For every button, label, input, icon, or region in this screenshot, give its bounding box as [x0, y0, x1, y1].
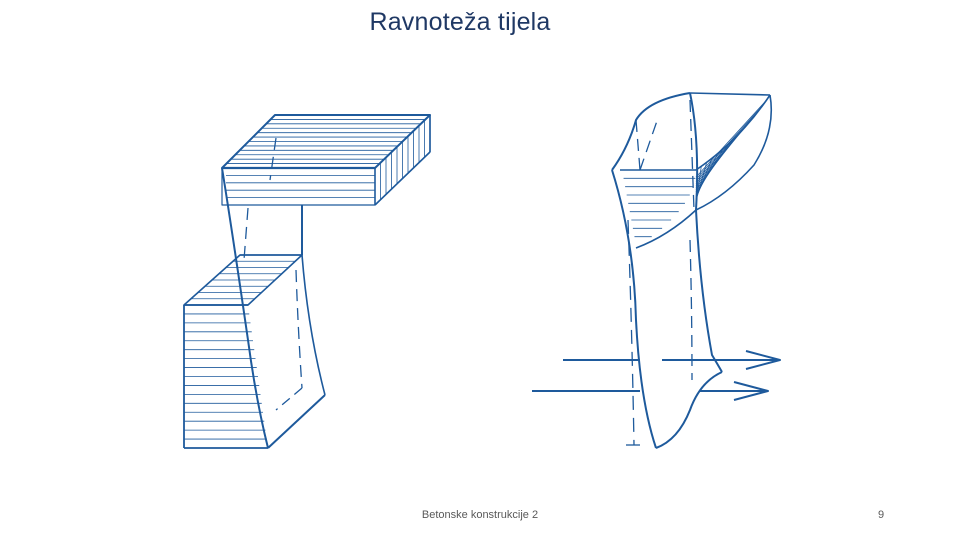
footer-course-name: Betonske konstrukcije 2: [421, 509, 539, 521]
hatch-line: [695, 101, 766, 178]
force-arrows: [532, 350, 781, 401]
force-arrow-upper: [563, 350, 781, 370]
left-body: [183, 114, 431, 449]
right-body-outline: [611, 92, 771, 449]
slide-title: Ravnoteža tijela: [369, 8, 551, 36]
hatch-line: [695, 108, 760, 180]
shear-stress-fan: [695, 94, 773, 211]
hatch-line: [695, 115, 755, 182]
force-arrow-lower: [532, 381, 769, 401]
right-body: [532, 92, 781, 449]
left-body-outline: [221, 137, 326, 449]
right-side-stress-block: [620, 169, 697, 249]
left-top-stress-block: [221, 114, 431, 206]
page-number: 9: [877, 509, 885, 521]
left-bottom-stress-block: [183, 254, 303, 449]
hatch-line: [695, 122, 750, 184]
